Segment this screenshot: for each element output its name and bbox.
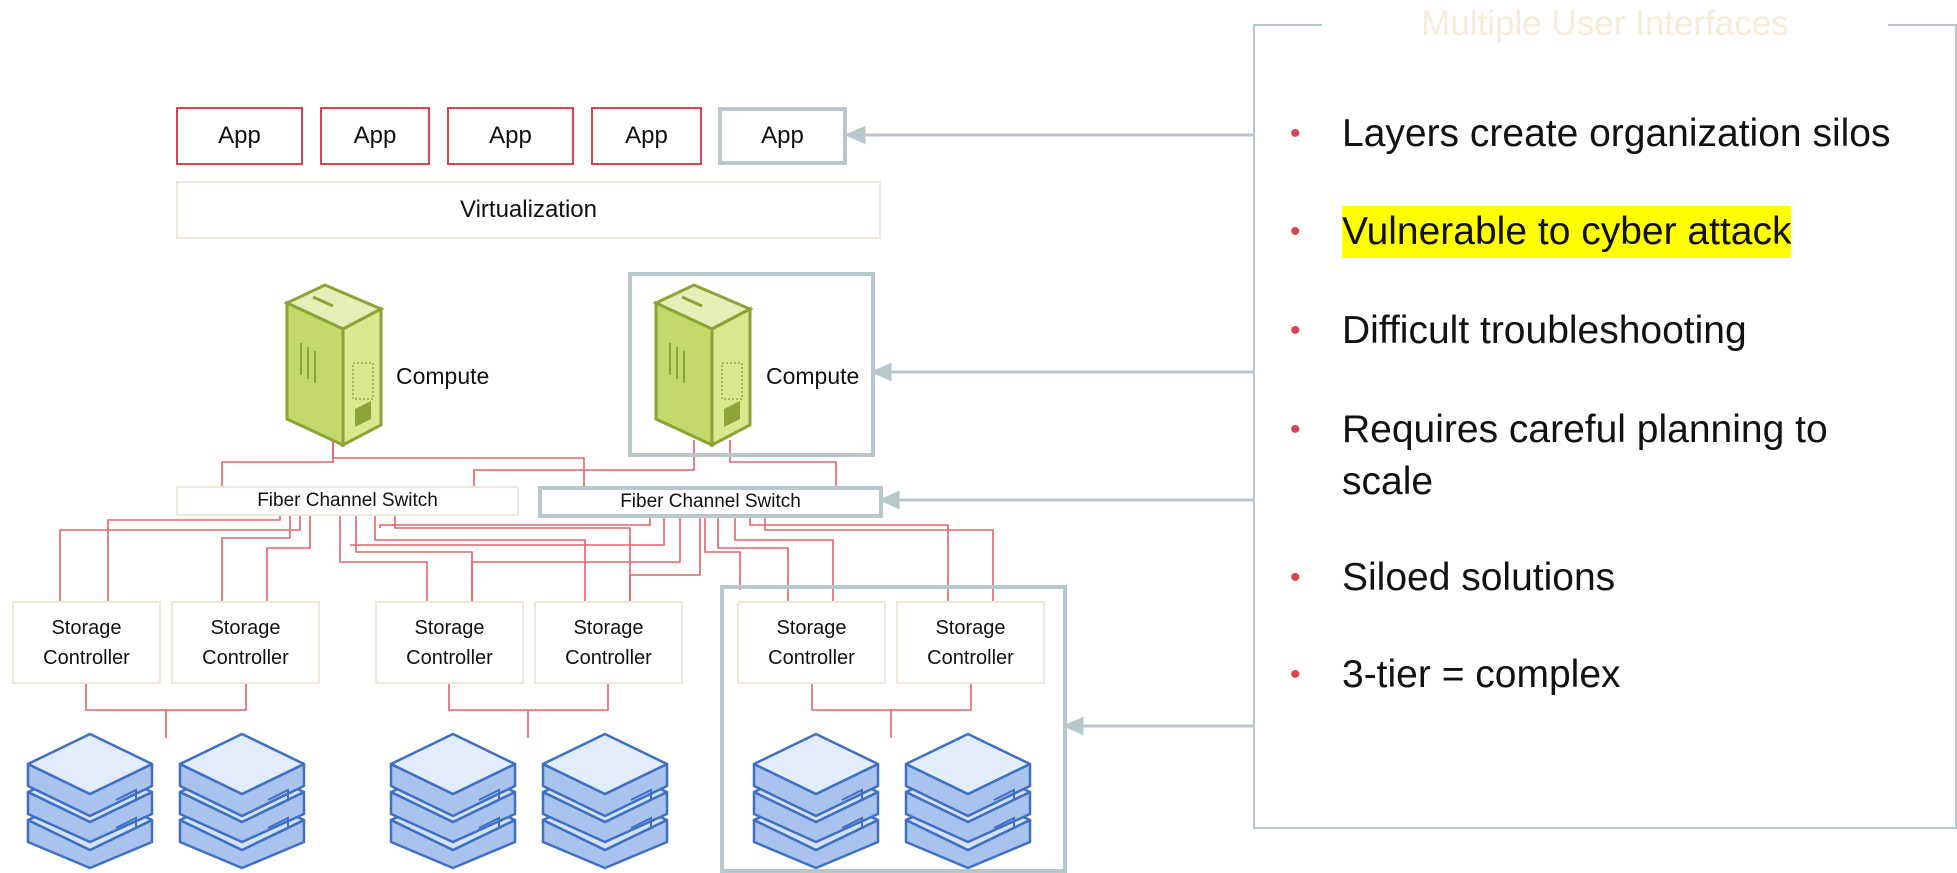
storage-controller: Storage Controller xyxy=(737,601,886,684)
compute-label: Compute xyxy=(396,363,490,389)
storage-controller-line1: Storage xyxy=(51,616,122,639)
app-box: App xyxy=(320,107,430,165)
storage-controller-line1: Storage xyxy=(776,616,847,639)
fiber-channel-switch: Fiber Channel Switch xyxy=(176,486,519,516)
storage-controller-line1: Storage xyxy=(573,616,644,639)
bullet-text: Requires careful planning to scale xyxy=(1342,408,1828,503)
fiber-channel-switch-highlighted: Fiber Channel Switch xyxy=(538,486,883,518)
app-box-highlighted: App xyxy=(718,107,847,165)
bullet-dot-icon: • xyxy=(1290,413,1301,446)
storage-controller-line2: Controller xyxy=(202,646,289,669)
storage-controller-line2: Controller xyxy=(927,646,1014,669)
bullet-text-highlighted: Vulnerable to cyber attack xyxy=(1342,206,1792,258)
bullet-dot-icon: • xyxy=(1290,314,1301,347)
bullet-text: 3-tier = complex xyxy=(1342,653,1621,696)
storage-controller: Storage Controller xyxy=(534,601,683,684)
storage-controller: Storage Controller xyxy=(375,601,524,684)
app-box: App xyxy=(176,107,303,165)
disk-array-icon xyxy=(904,732,1032,870)
server-icon xyxy=(283,283,385,448)
panel-title: Multiple User Interfaces xyxy=(1322,4,1888,44)
storage-controller-line2: Controller xyxy=(406,646,493,669)
storage-highlight-frame xyxy=(720,585,1067,873)
storage-controller-line1: Storage xyxy=(414,616,485,639)
storage-controller: Storage Controller xyxy=(12,601,161,684)
app-box: App xyxy=(447,107,574,165)
disk-array-icon xyxy=(541,732,669,870)
bullet-dot-icon: • xyxy=(1290,117,1301,150)
bullet-text: Siloed solutions xyxy=(1342,556,1616,599)
disk-array-icon xyxy=(178,732,306,870)
server-icon xyxy=(652,283,754,448)
app-box: App xyxy=(591,107,702,165)
storage-controller: Storage Controller xyxy=(171,601,320,684)
compute-label: Compute xyxy=(766,363,860,389)
storage-controller-line1: Storage xyxy=(935,616,1006,639)
storage-controller: Storage Controller xyxy=(896,601,1045,684)
storage-controller-line1: Storage xyxy=(210,616,281,639)
bullet-dot-icon: • xyxy=(1290,561,1301,594)
storage-controller-line2: Controller xyxy=(768,646,855,669)
disk-array-icon xyxy=(389,732,517,870)
virtualization-layer: Virtualization xyxy=(176,181,881,239)
disk-array-icon xyxy=(26,732,154,870)
bullet-text: Difficult troubleshooting xyxy=(1342,309,1747,352)
bullet-dot-icon: • xyxy=(1290,215,1301,248)
compute-highlight-frame xyxy=(628,272,875,457)
storage-controller-line2: Controller xyxy=(565,646,652,669)
storage-controller-line2: Controller xyxy=(43,646,130,669)
bullet-text: Layers create organization silos xyxy=(1342,112,1891,155)
bullet-dot-icon: • xyxy=(1290,658,1301,691)
disk-array-icon xyxy=(752,732,880,870)
